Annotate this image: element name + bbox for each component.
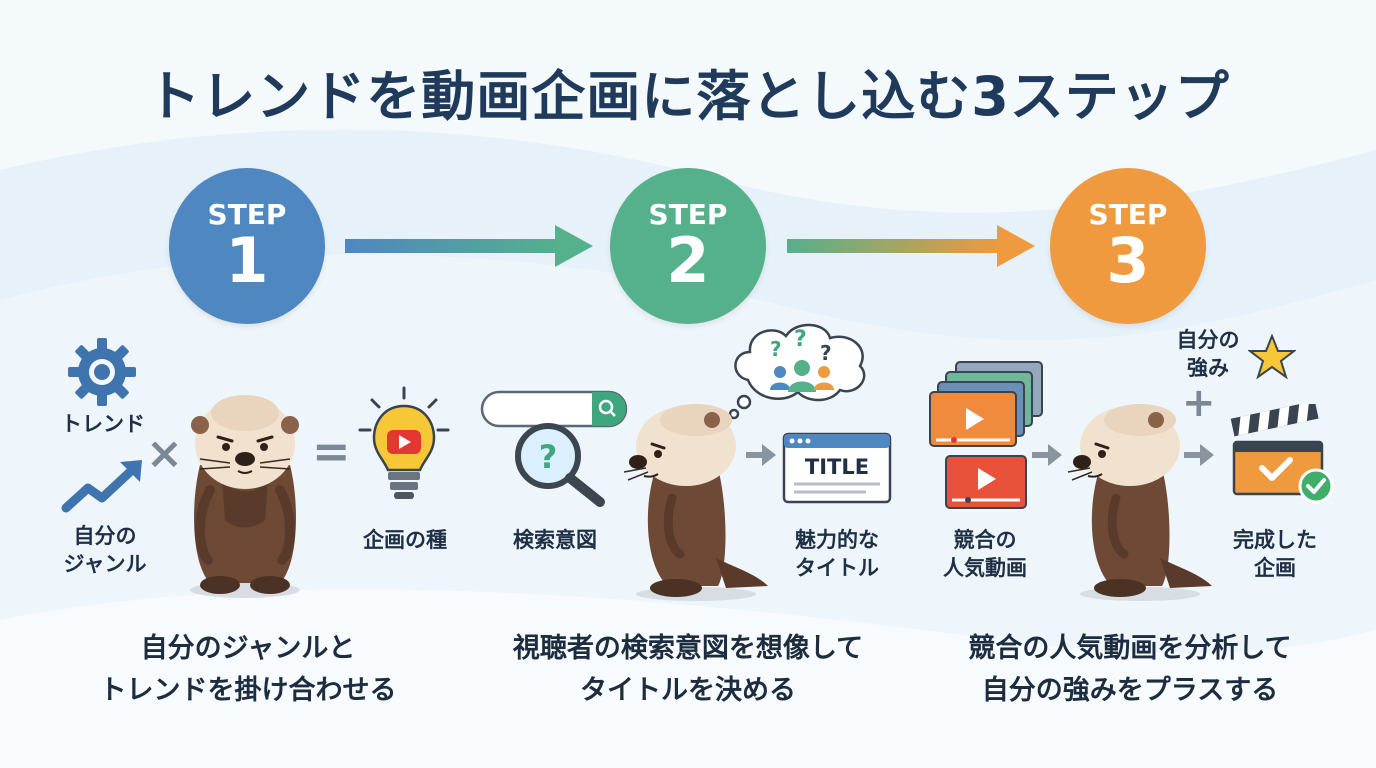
arrow-to-otter3-icon — [1032, 444, 1062, 466]
svg-text:?: ? — [820, 341, 832, 365]
step-1-caption-line2: トレンドを掛け合わせる — [99, 674, 397, 706]
strength-label-line2: 強み — [1187, 356, 1229, 381]
step-3-caption-line2: 自分の強みをプラスする — [981, 674, 1279, 706]
step-3-word: STEP — [1088, 198, 1168, 231]
gear-icon — [68, 338, 136, 406]
svg-text:?: ? — [539, 438, 558, 476]
search-bar-icon: ? — [480, 390, 628, 507]
attractive-title-line1: 魅力的な — [795, 528, 879, 552]
arrow-step1-to-step2 — [345, 225, 593, 267]
trend-label: トレンド — [61, 412, 145, 436]
arrow-to-clapper-icon — [1184, 444, 1214, 466]
search-intent-label: 検索意図 — [513, 528, 597, 552]
trend-up-icon — [61, 460, 142, 513]
attractive-title-line2: タイトル — [795, 556, 879, 581]
otter-side-icon — [623, 404, 768, 601]
seed-label: 企画の種 — [363, 528, 447, 552]
step-3-caption: 競合の人気動画を分析して 自分の強みをプラスする — [910, 628, 1350, 712]
step-2-caption-line1: 視聴者の検索意図を想像して — [512, 633, 864, 664]
page-title: トレンドを動画企画に落とし込む3ステップ — [146, 65, 1230, 128]
lightbulb-video-icon — [358, 386, 450, 499]
step-2-number: 2 — [666, 224, 710, 297]
popular-video-icon — [945, 455, 1027, 509]
competitor-video-label: 競合の 人気動画 — [920, 526, 1050, 583]
genre-label: 自分の ジャンル — [40, 522, 170, 579]
star-icon — [1248, 334, 1296, 380]
equals-icon: = — [312, 424, 351, 478]
otter-front-icon — [190, 395, 300, 598]
stacked-videos-icon — [929, 361, 1043, 447]
strength-label: 自分の 強み — [1158, 326, 1258, 383]
strength-label-line1: 自分の — [1176, 328, 1240, 352]
step-2-circle: STEP 2 — [610, 168, 766, 324]
attractive-title-label: 魅力的な タイトル — [772, 526, 902, 583]
plus-icon: + — [1182, 380, 1216, 426]
browser-title-icon: TITLE — [782, 432, 892, 504]
genre-label-line1: 自分の — [73, 524, 137, 548]
arrow-step2-to-step3 — [787, 225, 1035, 267]
otter-side-thinking-icon — [1067, 404, 1212, 601]
genre-label-line2: ジャンル — [63, 552, 147, 577]
competitor-label-line1: 競合の — [953, 528, 1017, 552]
step-3-number: 3 — [1106, 224, 1150, 297]
svg-text:?: ? — [770, 337, 782, 361]
svg-text:?: ? — [794, 327, 807, 352]
step-1-circle: STEP 1 — [169, 168, 325, 324]
step-3-circle: STEP 3 — [1050, 168, 1206, 324]
thought-bubble-icon: ? ? ? — [728, 323, 866, 420]
step-2-word: STEP — [648, 198, 728, 231]
step-1-word: STEP — [207, 198, 287, 231]
clapperboard-check-icon — [1230, 404, 1334, 504]
step-2-caption: 視聴者の検索意図を想像して タイトルを決める — [468, 628, 908, 712]
step-1-number: 1 — [225, 224, 269, 297]
completed-plan-label: 完成した 企画 — [1210, 526, 1340, 583]
completed-label-line1: 完成した — [1233, 528, 1317, 552]
step-1-caption: 自分のジャンルと トレンドを掛け合わせる — [28, 628, 468, 712]
step-1-caption-line1: 自分のジャンルと — [140, 633, 356, 664]
step-2-caption-line2: タイトルを決める — [580, 674, 796, 706]
completed-label-line2: 企画 — [1254, 556, 1296, 581]
title-card-text: TITLE — [805, 455, 869, 479]
arrow-to-title-icon — [746, 444, 776, 466]
cross-icon: × — [146, 428, 183, 479]
step-3-caption-line1: 競合の人気動画を分析して — [968, 633, 1292, 664]
competitor-label-line2: 人気動画 — [943, 556, 1027, 581]
